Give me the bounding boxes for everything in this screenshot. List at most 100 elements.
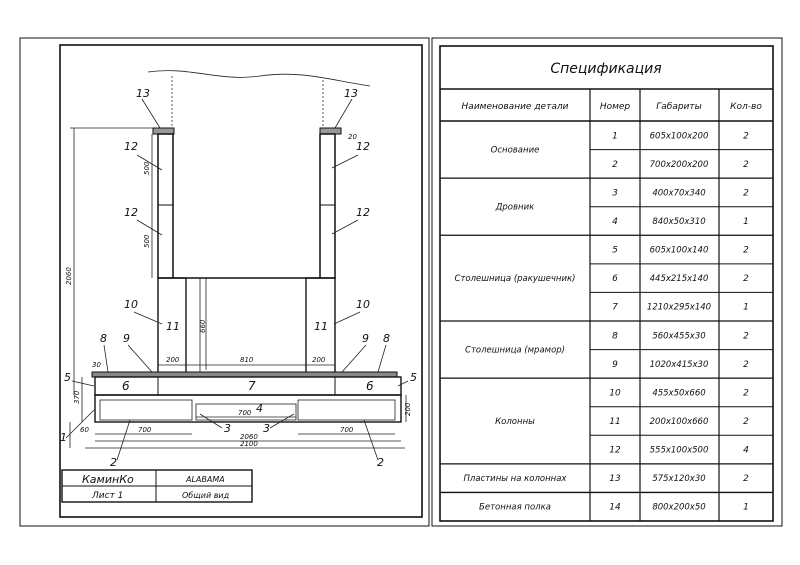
part-label-13-left: 13 xyxy=(136,87,150,100)
spec-header-quantity: Кол-во xyxy=(730,102,762,112)
spec-row-dimensions: 800x200x50 xyxy=(652,503,705,513)
spec-row-number: 13 xyxy=(609,474,621,484)
leader-2-right xyxy=(363,419,379,461)
leader-3-right xyxy=(269,413,295,429)
leader-5-right xyxy=(397,380,409,387)
spec-row-quantity: 4 xyxy=(743,446,749,456)
leader-12a xyxy=(136,154,163,171)
spec-row-number: 14 xyxy=(609,503,621,513)
leader-13-left xyxy=(141,98,161,129)
dim-200a: 200 xyxy=(166,356,180,364)
base-row xyxy=(94,394,402,423)
part-label-1: 1 xyxy=(60,431,67,444)
title-block: КаминКо ALABAMA Лист 1 Общий вид xyxy=(61,469,253,503)
dim-370: 370 xyxy=(73,390,81,404)
dim-2060: 2060 xyxy=(65,267,73,285)
spec-row-dimensions: 605x100x200 xyxy=(650,131,709,141)
leader-1 xyxy=(65,409,95,439)
part-label-12d: 12 xyxy=(356,206,370,219)
part-label-11-left: 11 xyxy=(166,320,180,333)
spec-row-quantity: 2 xyxy=(743,331,749,341)
dim-500b: 500 xyxy=(143,234,151,248)
marble-top xyxy=(91,371,398,378)
part-label-2-left: 2 xyxy=(110,456,117,469)
spec-row-dimensions: 555x100x500 xyxy=(650,446,709,456)
dim-30: 30 xyxy=(92,361,101,369)
spec-row-number: 6 xyxy=(612,274,618,284)
spec-row-dimensions: 455x50x660 xyxy=(652,388,705,398)
leader-5-left xyxy=(71,380,95,387)
view-name: Общий вид xyxy=(182,491,230,500)
spec-row-dimensions: 560x455x30 xyxy=(652,331,705,341)
spec-row-dimensions: 700x200x200 xyxy=(650,160,709,170)
spec-group-name: Столешница (ракушечник) xyxy=(455,274,576,284)
column-12-left xyxy=(157,133,174,279)
part-label-5-right: 5 xyxy=(410,371,417,384)
spec-row-number: 2 xyxy=(612,160,618,170)
part-label-7: 7 xyxy=(248,379,256,393)
company-name: КаминКо xyxy=(82,473,134,486)
part-label-6-right: 6 xyxy=(366,379,374,393)
spec-row-quantity: 2 xyxy=(743,246,749,256)
leader-10-left xyxy=(133,311,163,325)
part-label-3-right: 3 xyxy=(263,422,270,435)
plate-13-right xyxy=(319,127,342,135)
dim-500a: 500 xyxy=(143,161,151,175)
left-sheet-border xyxy=(19,37,430,527)
spec-header-name: Наименование детали xyxy=(462,102,569,112)
leader-12c xyxy=(136,219,163,236)
spec-row-dimensions: 445x215x140 xyxy=(650,274,709,284)
left-drawing-frame xyxy=(59,44,423,518)
spec-group-name: Столешница (мрамор) xyxy=(465,346,565,356)
spec-group-name: Дровник xyxy=(495,203,535,213)
spec-row-dimensions: 400x70x340 xyxy=(652,188,705,198)
spec-row-quantity: 1 xyxy=(743,303,749,313)
spec-row-quantity: 2 xyxy=(743,188,749,198)
spec-row-number: 10 xyxy=(609,388,621,398)
base-block-2-right xyxy=(297,399,396,421)
spec-group-name: Бетонная полка xyxy=(479,503,551,513)
spec-row-dimensions: 605x100x140 xyxy=(650,246,709,256)
dim-700c: 700 xyxy=(340,426,354,434)
dim-200c: 200 xyxy=(404,402,412,416)
spec-row-dimensions: 1020x415x30 xyxy=(650,360,709,370)
dim-2060b: 2060 xyxy=(240,433,258,441)
spec-row-number: 7 xyxy=(612,303,618,313)
leader-9-right xyxy=(341,344,367,373)
part-label-8-left: 8 xyxy=(100,332,107,345)
dim-810: 810 xyxy=(240,356,254,364)
part-label-9-right: 9 xyxy=(362,332,369,345)
leader-8-left xyxy=(103,344,109,373)
part-label-10-left: 10 xyxy=(124,298,138,311)
spec-row-number: 12 xyxy=(609,446,621,456)
leader-12d xyxy=(331,219,359,235)
part-label-10-right: 10 xyxy=(356,298,370,311)
column-12-right xyxy=(319,133,336,279)
leader-13-right xyxy=(334,98,353,129)
dim-60: 60 xyxy=(80,426,89,434)
spec-group-name: Основание xyxy=(491,146,540,156)
leader-9-left xyxy=(127,344,153,373)
spec-row-quantity: 2 xyxy=(743,388,749,398)
spec-group-name: Пластины на колоннах xyxy=(464,474,568,484)
part-label-12c: 12 xyxy=(124,206,138,219)
part-label-5-left: 5 xyxy=(64,371,71,384)
leader-12b xyxy=(331,154,359,169)
specification-table: Спецификация Наименование детали Номер Г… xyxy=(439,45,774,522)
part-label-2-right: 2 xyxy=(377,456,384,469)
fireplace-elevation: 13 13 12 12 12 12 10 10 11 11 9 9 8 8 5 … xyxy=(60,70,417,469)
spec-row-number: 1 xyxy=(612,131,618,141)
spec-row-number: 4 xyxy=(612,217,618,227)
dim-20: 20 xyxy=(348,133,357,141)
right-sheet-border xyxy=(431,37,783,527)
leader-3-left xyxy=(199,413,223,429)
spec-row-number: 3 xyxy=(612,188,618,198)
part-label-12a: 12 xyxy=(124,140,138,153)
dim-700a: 700 xyxy=(138,426,152,434)
spec-header-number: Номер xyxy=(600,102,631,112)
spec-row-quantity: 2 xyxy=(743,131,749,141)
spec-row-quantity: 2 xyxy=(743,360,749,370)
spec-row-dimensions: 200x100x660 xyxy=(650,417,709,427)
part-label-12b: 12 xyxy=(356,140,370,153)
